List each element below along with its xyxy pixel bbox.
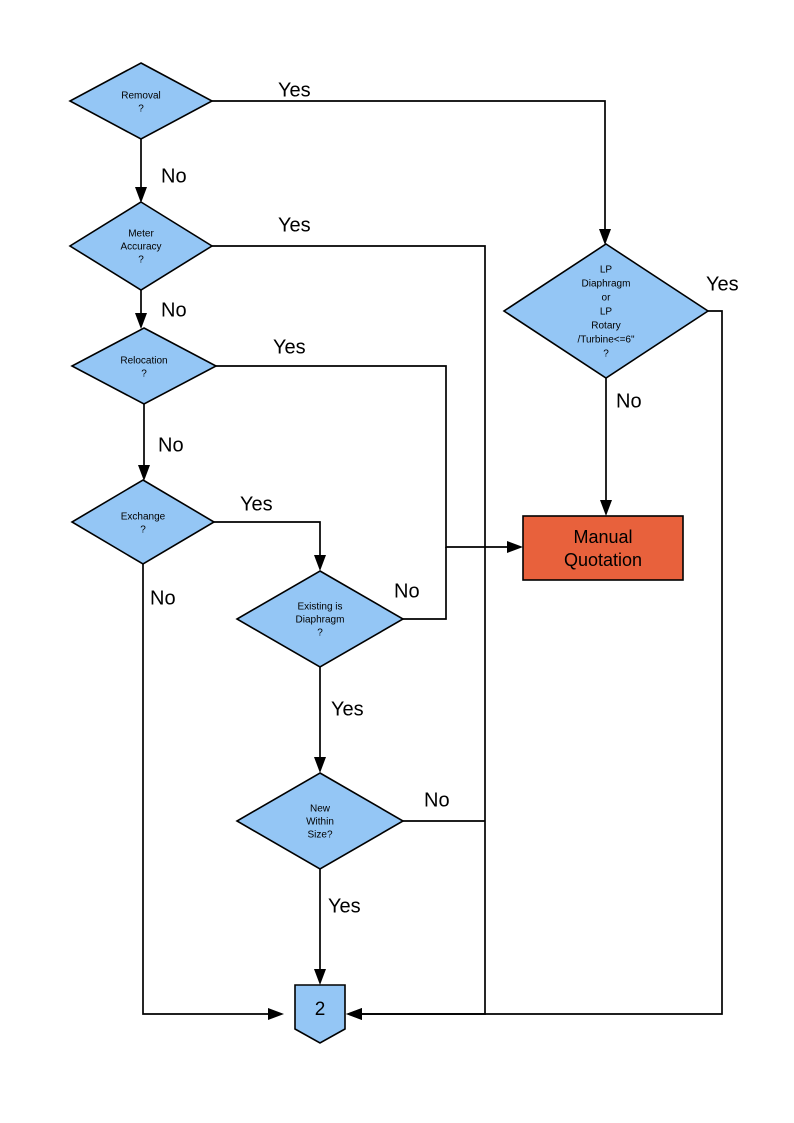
node-new-within-size[interactable]: New Within Size? bbox=[235, 772, 405, 870]
decision-shape-removal[interactable] bbox=[68, 62, 214, 140]
node-label-manual-quotation-line-1: Quotation bbox=[564, 550, 642, 570]
edge-exchange-no bbox=[142, 564, 275, 1015]
node-label-new-size-line-2: Size? bbox=[307, 830, 332, 841]
node-label-removal-line-0: Removal bbox=[121, 91, 160, 102]
decision-shape-lp-diaphragm-or-rotary[interactable] bbox=[502, 243, 710, 379]
node-label-new-size-line-0: New bbox=[310, 804, 331, 815]
arrowhead-relocation-yes bbox=[507, 541, 523, 553]
edge-label-removal-yes: Yes bbox=[278, 79, 311, 101]
node-label-lp-line-3: LP bbox=[600, 307, 613, 318]
arrowhead-exchange-yes bbox=[314, 555, 326, 571]
decision-shape-existing-is-diaphragm[interactable] bbox=[235, 570, 405, 668]
node-label-meter-accuracy-line-0: Meter bbox=[128, 229, 154, 240]
node-label-existing-line-2: ? bbox=[317, 628, 323, 639]
node-relocation[interactable]: Relocation ? bbox=[70, 327, 218, 405]
node-meter-accuracy[interactable]: Meter Accuracy ? bbox=[68, 201, 214, 291]
node-label-lp-line-1: Diaphragm bbox=[582, 279, 631, 290]
node-label-connector-2: 2 bbox=[315, 999, 326, 1020]
node-connector-2[interactable]: 2 bbox=[294, 984, 346, 1044]
arrowhead-new-size-yes bbox=[314, 969, 326, 985]
arrowhead-removal-yes bbox=[599, 229, 611, 245]
edge-label-existing-yes: Yes bbox=[331, 698, 364, 720]
node-label-lp-line-6: ? bbox=[603, 349, 609, 360]
edge-exchange-yes bbox=[214, 521, 321, 561]
arrowhead-lp-yes bbox=[346, 1008, 362, 1020]
edge-removal-yes bbox=[212, 100, 606, 235]
node-label-relocation-line-1: ? bbox=[141, 369, 147, 380]
node-label-exchange-line-0: Exchange bbox=[121, 512, 166, 523]
node-label-meter-accuracy-line-1: Accuracy bbox=[120, 242, 161, 253]
edge-label-exchange-yes: Yes bbox=[240, 493, 273, 515]
node-label-lp-line-2: or bbox=[602, 293, 612, 304]
edge-label-lp-no: No bbox=[616, 390, 642, 412]
node-label-lp-line-0: LP bbox=[600, 265, 613, 276]
node-label-relocation-line-0: Relocation bbox=[120, 356, 167, 367]
edge-label-new-size-yes: Yes bbox=[328, 895, 361, 917]
edge-label-exchange-no: No bbox=[150, 587, 176, 609]
decision-shape-relocation[interactable] bbox=[70, 327, 218, 405]
connector-shape-2[interactable] bbox=[294, 984, 346, 1044]
arrowhead-lp-no bbox=[600, 500, 612, 516]
edge-label-existing-no: No bbox=[394, 580, 420, 602]
node-label-lp-line-5: /Turbine<=6" bbox=[577, 335, 635, 346]
decision-shape-exchange[interactable] bbox=[70, 479, 216, 565]
edge-label-meter-accuracy-yes: Yes bbox=[278, 214, 311, 236]
edge-relocation-yes bbox=[216, 365, 514, 548]
decision-shape-meter-accuracy[interactable] bbox=[68, 201, 214, 291]
edge-label-lp-yes: Yes bbox=[706, 273, 739, 295]
edge-label-relocation-yes: Yes bbox=[273, 336, 306, 358]
edge-label-relocation-no: No bbox=[158, 434, 184, 456]
edge-label-layer: Yes No Yes No Yes No Yes No No Yes No Ye… bbox=[150, 79, 739, 917]
edge-lp-yes bbox=[355, 310, 723, 1015]
arrowhead-removal-no bbox=[135, 187, 147, 203]
node-label-existing-line-1: Diaphragm bbox=[296, 615, 345, 626]
node-label-new-size-line-1: Within bbox=[306, 817, 334, 828]
arrowhead-meter-accuracy-no bbox=[135, 313, 147, 329]
edge-layer bbox=[135, 100, 723, 1020]
edge-existing-no bbox=[403, 547, 447, 620]
node-label-removal-line-1: ? bbox=[138, 104, 144, 115]
edge-label-removal-no: No bbox=[161, 165, 187, 187]
node-lp-diaphragm-or-rotary[interactable]: LP Diaphragm or LP Rotary /Turbine<=6" ? bbox=[502, 243, 710, 379]
arrowhead-existing-yes bbox=[314, 757, 326, 773]
node-exchange[interactable]: Exchange ? bbox=[70, 479, 216, 565]
node-removal[interactable]: Removal ? bbox=[68, 62, 214, 140]
node-label-manual-quotation-line-0: Manual bbox=[573, 527, 632, 547]
arrowhead-relocation-no bbox=[138, 465, 150, 481]
node-manual-quotation[interactable]: Manual Quotation bbox=[522, 515, 684, 581]
decision-shape-new-within-size[interactable] bbox=[235, 772, 405, 870]
node-label-meter-accuracy-line-2: ? bbox=[138, 255, 144, 266]
process-shape-manual-quotation[interactable] bbox=[522, 515, 684, 581]
node-existing-is-diaphragm[interactable]: Existing is Diaphragm ? bbox=[235, 570, 405, 668]
edge-label-new-size-no: No bbox=[424, 789, 450, 811]
edge-label-meter-accuracy-no: No bbox=[161, 299, 187, 321]
arrowhead-exchange-no bbox=[268, 1008, 284, 1020]
node-label-lp-line-4: Rotary bbox=[591, 321, 620, 332]
node-label-exchange-line-1: ? bbox=[140, 525, 146, 536]
node-label-existing-line-0: Existing is bbox=[297, 602, 342, 613]
